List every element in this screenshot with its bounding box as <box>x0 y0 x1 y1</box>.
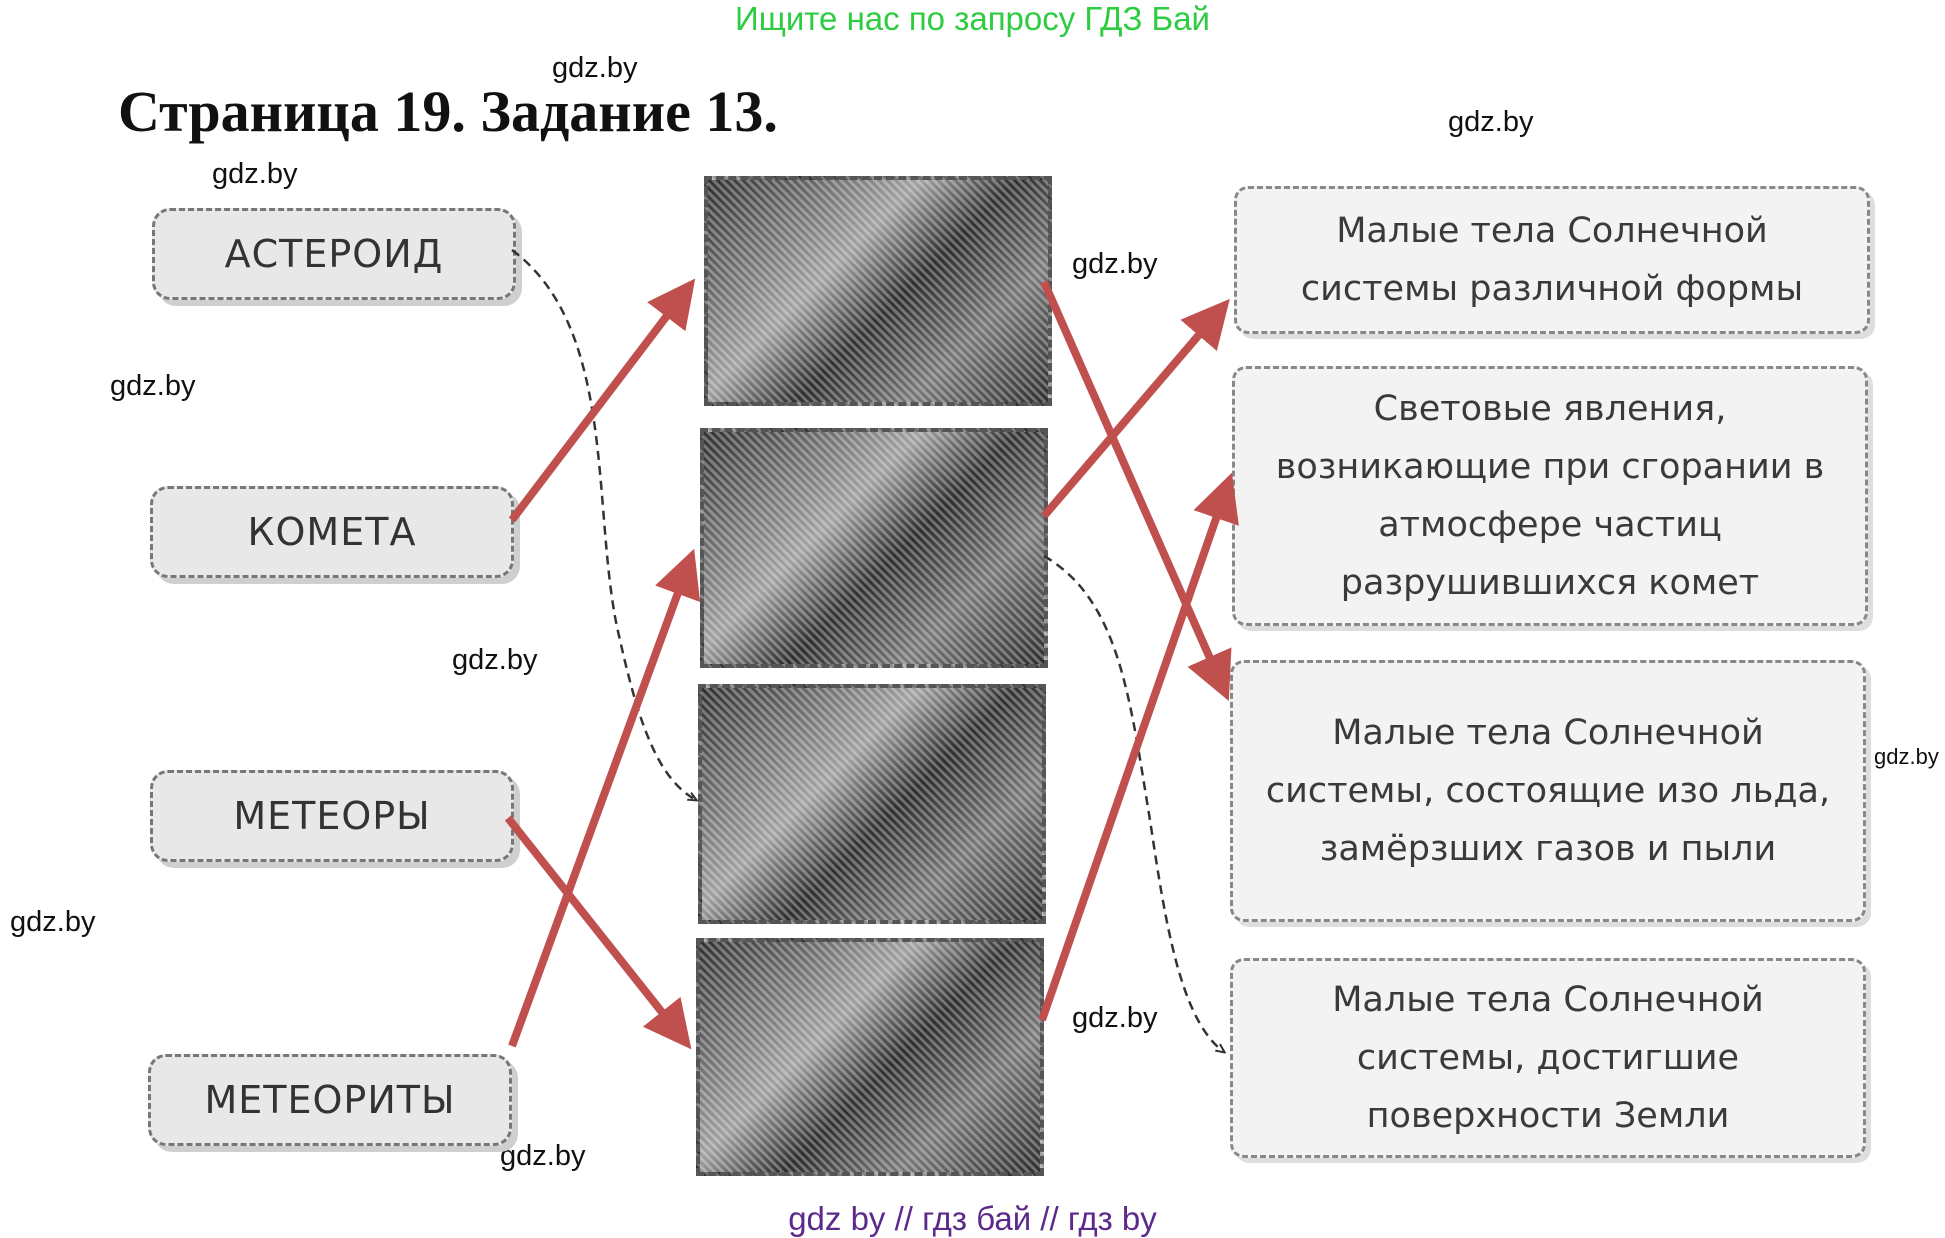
watermark: gdz.by <box>1874 744 1939 769</box>
term-comet: КОМЕТА <box>150 486 514 578</box>
arrow-meteorite-photo-to-desc2 <box>1038 472 1239 1022</box>
footer-links[interactable]: gdz by // гдз бай // гдз by <box>788 1200 1157 1237</box>
watermark: gdz.by <box>552 52 638 84</box>
description-1: Малые тела Солнечной системы различной ф… <box>1234 186 1870 334</box>
watermark: gdz.by <box>1072 248 1158 280</box>
arrow-meteors-to-meteorite-photo <box>504 815 692 1050</box>
arrow-comet-photo-to-desc1 <box>1040 298 1230 519</box>
dashed-line-asteroid <box>511 248 696 800</box>
meteors-photo <box>698 684 1046 924</box>
arrow-meteorites-to-comet-photo <box>508 548 701 1048</box>
description-4: Малые тела Солнечной системы, достигшие … <box>1230 958 1866 1158</box>
page-title: Страница 19. Задание 13. <box>118 79 778 144</box>
watermark: gdz.by <box>500 1140 586 1172</box>
watermark: gdz.by <box>212 158 298 190</box>
arrow-asteroid-photo-to-desc3 <box>1040 280 1232 701</box>
watermark: gdz.by <box>1448 106 1534 138</box>
watermark: gdz.by <box>10 906 96 938</box>
dashed-line-comet-photo <box>1043 554 1224 1052</box>
description-3: Малые тела Солнечной системы, состоящие … <box>1230 660 1866 922</box>
watermark: gdz.by <box>1072 1002 1158 1034</box>
watermark: gdz.by <box>452 644 538 676</box>
top-banner[interactable]: Ищите нас по запросу ГДЗ Бай <box>735 0 1210 37</box>
term-meteors: МЕТЕОРЫ <box>150 770 514 862</box>
asteroid-photo <box>704 176 1052 406</box>
comet-photo <box>700 428 1048 668</box>
term-asteroid: АСТЕРОИД <box>152 208 516 300</box>
meteorite-photo <box>696 938 1044 1176</box>
arrow-comet-to-asteroid-photo <box>508 278 696 523</box>
term-meteorites: МЕТЕОРИТЫ <box>148 1054 512 1146</box>
watermark: gdz.by <box>110 370 196 402</box>
